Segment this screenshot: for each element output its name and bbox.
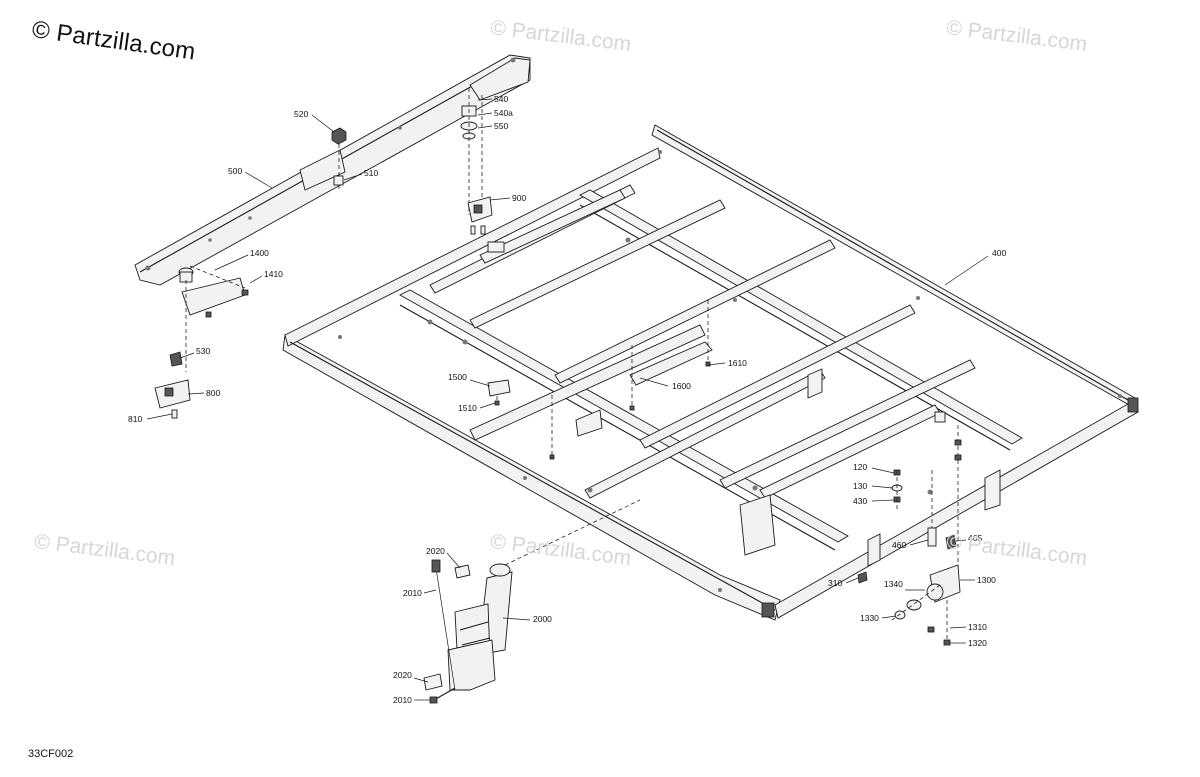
callout-1300: 1300 [977, 575, 996, 585]
callout-900: 900 [512, 193, 526, 203]
callout-1610: 1610 [728, 358, 747, 368]
callout-800: 800 [206, 388, 220, 398]
callout-460: 460 [892, 540, 906, 550]
diagram-code: 33CF002 [28, 748, 74, 760]
callout-1310: 1310 [968, 622, 987, 632]
callout-1510: 1510 [458, 403, 477, 413]
callout-2000: 2000 [533, 614, 552, 624]
channel-1600 [549, 300, 713, 460]
callout-530: 530 [196, 346, 210, 356]
callout-1330: 1330 [860, 613, 879, 623]
callout-540: 540 [494, 94, 508, 104]
actuator-dash [504, 499, 641, 566]
bracket-1500 [487, 379, 511, 406]
callout-2020-top: 2020 [426, 546, 445, 556]
bracket-1400 [178, 265, 249, 372]
callout-1400: 1400 [250, 248, 269, 258]
callout-430: 430 [853, 496, 867, 506]
front-rail [134, 54, 531, 286]
callout-1320: 1320 [968, 638, 987, 648]
callout-1340: 1340 [884, 579, 903, 589]
fastener-520-510 [331, 127, 347, 192]
callout-810: 810 [128, 414, 142, 424]
callout-120: 120 [853, 462, 867, 472]
callout-labels: 500 510 520 540 540a 550 900 1400 1410 5… [128, 94, 1006, 705]
mount-800 [154, 351, 191, 419]
mount-900 [467, 196, 493, 235]
actuator-2000 [423, 559, 513, 704]
callout-510: 510 [364, 168, 378, 178]
callout-1410: 1410 [264, 269, 283, 279]
spacer-stack [460, 88, 483, 215]
callout-400: 400 [992, 248, 1006, 258]
callout-2010-bottom: 2010 [393, 695, 412, 705]
callout-2010-top: 2010 [403, 588, 422, 598]
cylinder-mount [857, 564, 961, 646]
callout-1600: 1600 [672, 381, 691, 391]
leader-lines [146, 98, 989, 701]
callout-540a: 540a [494, 108, 513, 118]
callout-130: 130 [853, 481, 867, 491]
callout-465: 465 [968, 533, 982, 543]
callout-310: 310 [828, 578, 842, 588]
callout-1500: 1500 [448, 372, 467, 382]
callout-2020-bottom: 2020 [393, 670, 412, 680]
main-frame [282, 124, 1139, 621]
callout-550: 550 [494, 121, 508, 131]
callout-500: 500 [228, 166, 242, 176]
callout-520: 520 [294, 109, 308, 119]
right-hardware [891, 425, 962, 580]
